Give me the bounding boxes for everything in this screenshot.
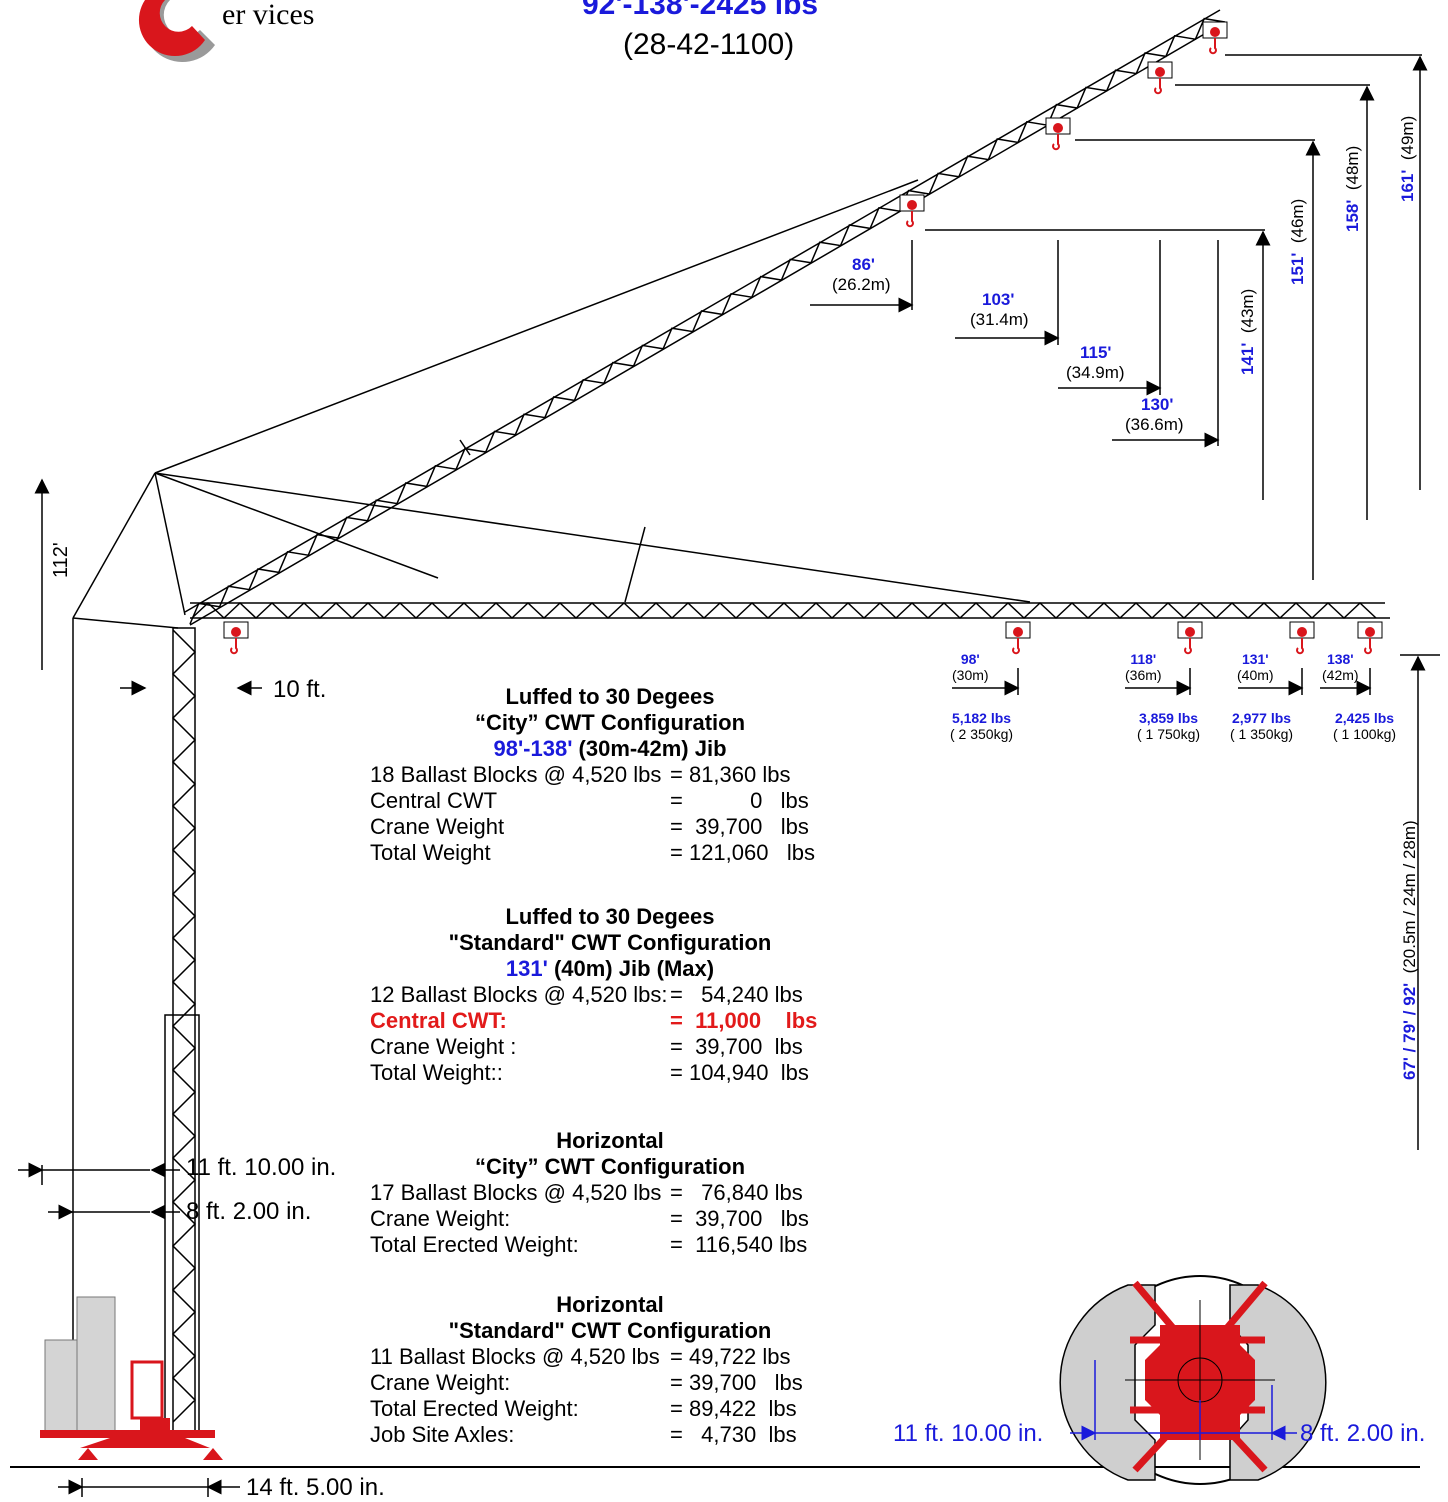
station-1: 98' (30m) — [952, 651, 989, 683]
plan-right-dim: 8 ft. 2.00 in. — [1300, 1420, 1426, 1447]
tower-width-label: 10 ft. — [273, 676, 327, 703]
tower-head-stays — [72, 179, 1031, 1430]
tower-height-label: 112' — [50, 542, 72, 578]
config-luffed-standard: Luffed to 30 Degees "Standard" CWT Confi… — [370, 904, 818, 1085]
luffed-height-1: 141' (43m) — [1238, 288, 1257, 375]
base-width-label: 14 ft. 5.00 in. — [246, 1474, 385, 1501]
ballast-width-2-label: 8 ft. 2.00 in. — [186, 1198, 312, 1225]
config-luffed-city: Luffed to 30 Degees “City” CWT Configura… — [370, 684, 815, 865]
luffed-height-4: 161' (49m) — [1398, 115, 1417, 202]
luffed-radius-3: 115' (34.9m) — [1066, 343, 1125, 382]
load-2: 3,859 lbs ( 1 750kg) — [1137, 710, 1201, 742]
config-horizontal-standard: Horizontal "Standard" CWT Configuration … — [370, 1292, 803, 1447]
plan-left-dim: 11 ft. 10.00 in. — [893, 1420, 1044, 1447]
luffed-radius-1: 86' (26.2m) — [832, 255, 891, 294]
station-3: 131' (40m) — [1237, 651, 1274, 683]
load-3: 2,977 lbs ( 1 350kg) — [1230, 710, 1294, 742]
crane-base — [40, 1296, 223, 1460]
luffed-height-2: 151' (46m) — [1288, 198, 1307, 285]
luffed-radius-4: 130' (36.6m) — [1125, 395, 1184, 434]
load-4: 2,425 lbs ( 1 100kg) — [1333, 710, 1397, 742]
station-2: 118' (36m) — [1125, 651, 1162, 683]
trolley-hooks — [223, 21, 1383, 655]
luffed-radius-2: 103' (31.4m) — [970, 290, 1029, 329]
hook-height-label: 67' / 79' / 92' (20.5m / 24m / 28m) — [1400, 820, 1419, 1080]
ballast-width-1-label: 11 ft. 10.00 in. — [186, 1154, 337, 1181]
horizontal-jib — [190, 601, 1390, 620]
config-horizontal-city: Horizontal “City” CWT Configuration 17 B… — [370, 1128, 809, 1257]
model-code: (28-42-1100) — [623, 28, 795, 61]
tower-mast — [164, 627, 200, 1434]
logo-mark — [138, 0, 215, 63]
page-title: 92'-138'-2425 lbs — [582, 0, 819, 21]
dimension-lines — [18, 54, 1440, 1497]
luffed-jib — [184, 9, 1226, 626]
logo-text: er vices — [222, 0, 315, 31]
load-1: 5,182 lbs ( 2 350kg) — [950, 710, 1014, 742]
plan-view — [1059, 1275, 1327, 1485]
luffed-height-3: 158' (48m) — [1343, 145, 1362, 232]
station-4: 138' (42m) — [1322, 651, 1359, 683]
